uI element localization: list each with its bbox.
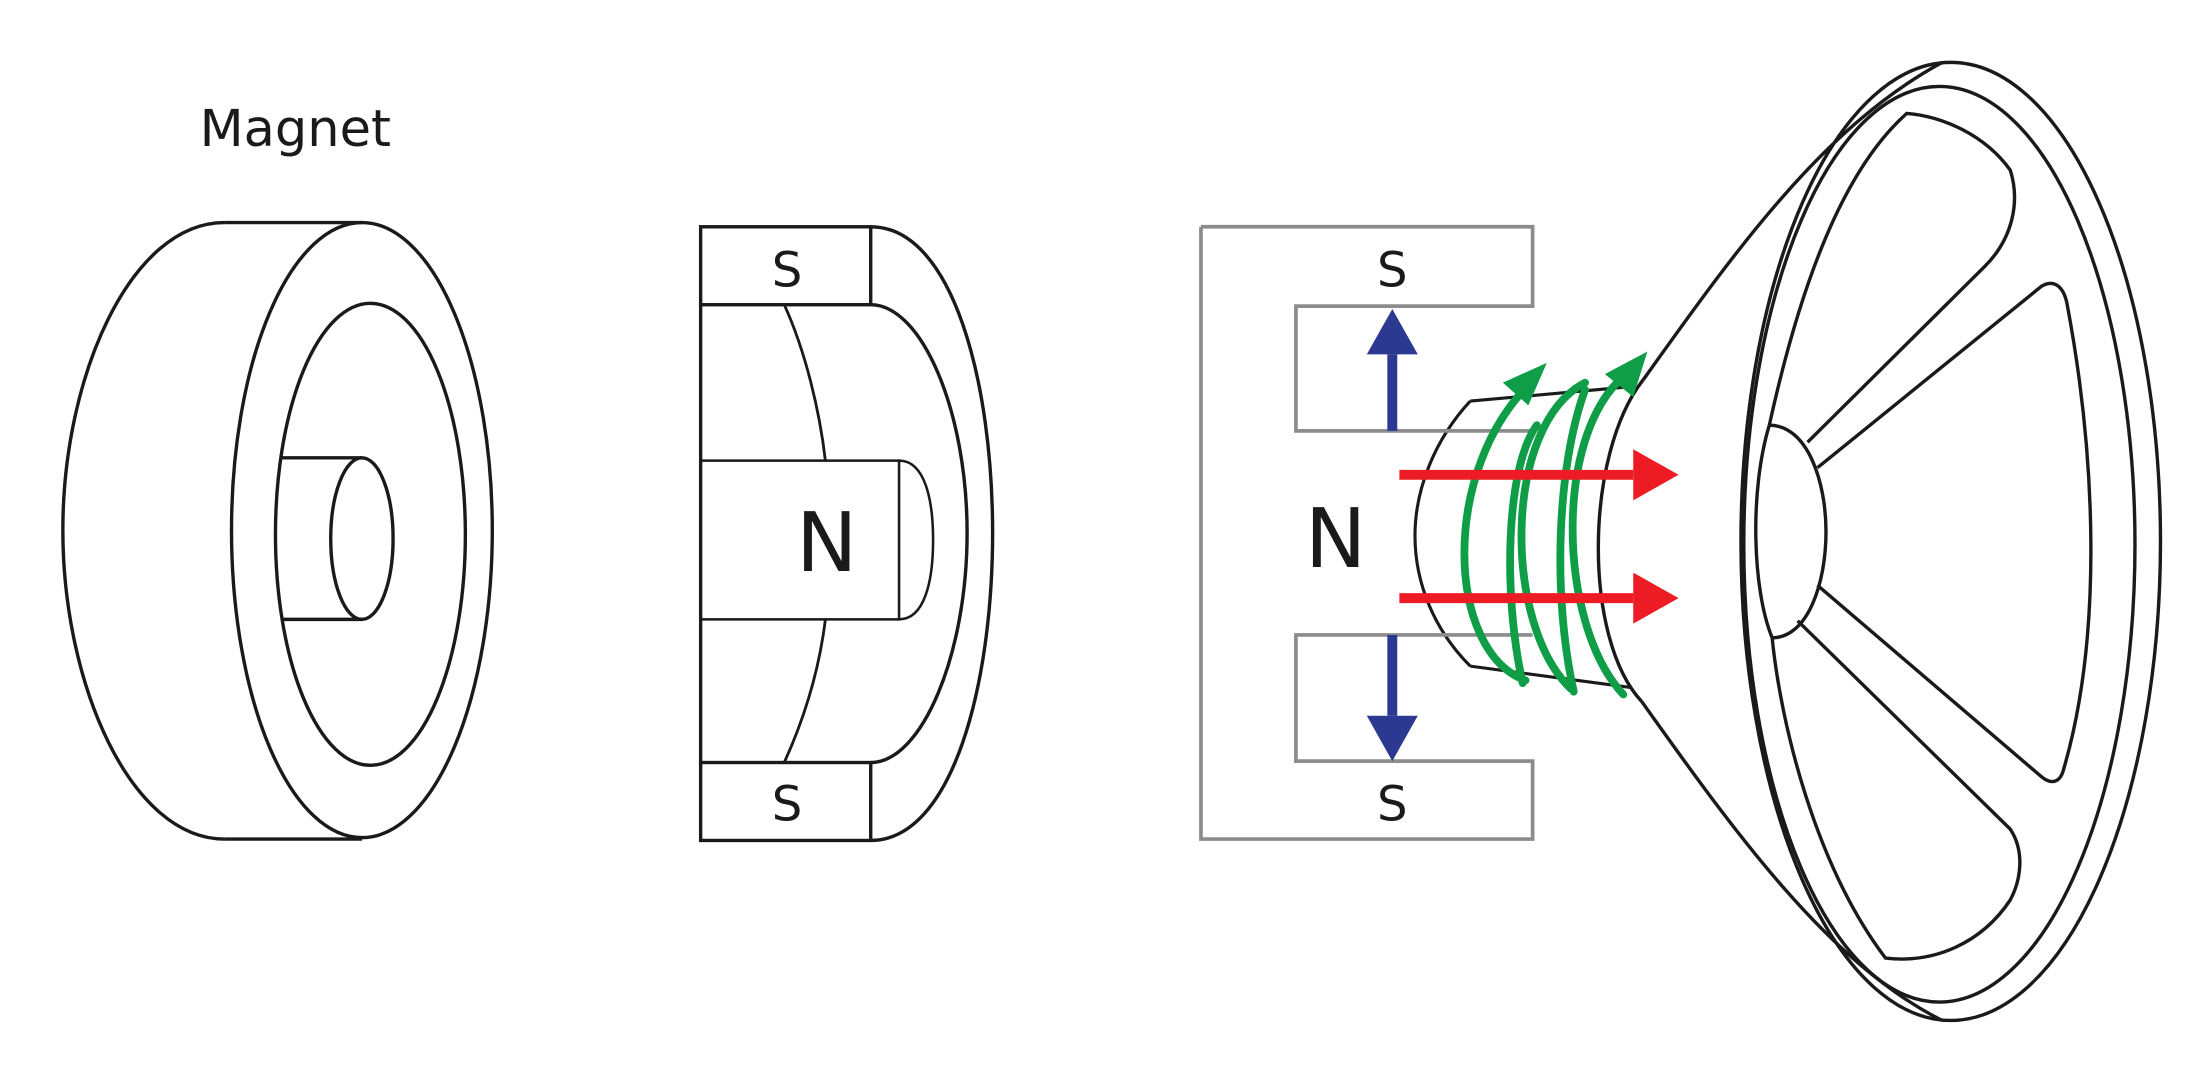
assembly-pole-top-label: S (1377, 242, 1408, 298)
section-pole-bottom-label: S (772, 777, 803, 833)
assembly-pole-center-label: N (1305, 492, 1366, 587)
diagram-title: Magnet (200, 100, 391, 159)
force-arrows (1399, 449, 1679, 624)
voice-coil-icon (1413, 385, 1631, 689)
pole-piece-icon (1199, 224, 1535, 841)
magnet-cross-section-icon (698, 225, 995, 843)
section-pole-center-label: N (796, 496, 857, 591)
coil-windings-icon (1460, 351, 1648, 699)
ring-magnet-icon (61, 220, 494, 841)
assembly-pole-bottom-label: S (1377, 777, 1408, 833)
speaker-cone-icon (1596, 60, 2163, 1023)
section-pole-top-label: S (772, 242, 803, 298)
field-arrows (1366, 308, 1418, 762)
